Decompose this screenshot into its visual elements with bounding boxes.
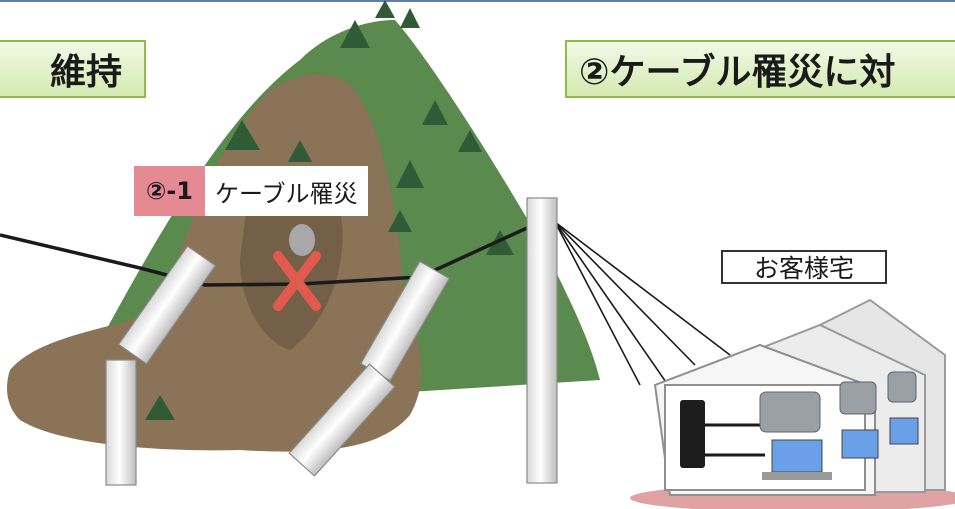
drop-cable <box>554 221 731 356</box>
phone-device <box>887 371 917 403</box>
cable-cut-mark <box>273 251 321 311</box>
tree <box>388 210 412 232</box>
right-banner: ②ケーブル罹災に対 <box>565 40 955 98</box>
tree <box>288 140 312 162</box>
tree <box>396 160 424 188</box>
laptop-device <box>841 429 879 459</box>
laptop-base <box>762 472 832 480</box>
tree <box>486 230 514 255</box>
drop-cable <box>554 221 641 386</box>
trees <box>145 0 514 420</box>
rock <box>289 224 315 256</box>
left-banner: 維持 <box>0 40 146 98</box>
laptop-device <box>771 439 823 473</box>
router-device <box>680 400 705 468</box>
tree <box>400 8 420 28</box>
cable-damage-label: ケーブル罹災 <box>204 166 368 216</box>
drop-cable <box>554 221 696 366</box>
pole <box>288 363 396 477</box>
left-banner-text: 維持 <box>49 52 122 93</box>
top-border-line <box>0 0 955 2</box>
tree <box>340 20 370 48</box>
cables <box>0 220 541 287</box>
tree <box>422 100 448 125</box>
drop-cables <box>554 221 731 386</box>
cable-damage-number: ②-1 <box>134 166 205 216</box>
main-cable <box>0 220 541 287</box>
pole <box>105 359 137 486</box>
customer-home-label: お客様宅 <box>721 250 887 284</box>
pole <box>526 197 558 484</box>
utility-poles <box>105 197 558 486</box>
tree <box>375 0 395 18</box>
right-banner-text: ②ケーブル罹災に対 <box>579 52 896 93</box>
phone-device <box>839 381 877 415</box>
drop-cable <box>554 221 669 386</box>
tree <box>145 395 175 420</box>
cable-damage-tag: ②-1 ケーブル罹災 <box>134 166 368 216</box>
houses <box>653 298 946 496</box>
pole <box>117 245 217 365</box>
laptop-device <box>889 417 919 445</box>
tree <box>225 120 260 150</box>
phone-device <box>759 391 821 433</box>
tree <box>458 130 482 152</box>
